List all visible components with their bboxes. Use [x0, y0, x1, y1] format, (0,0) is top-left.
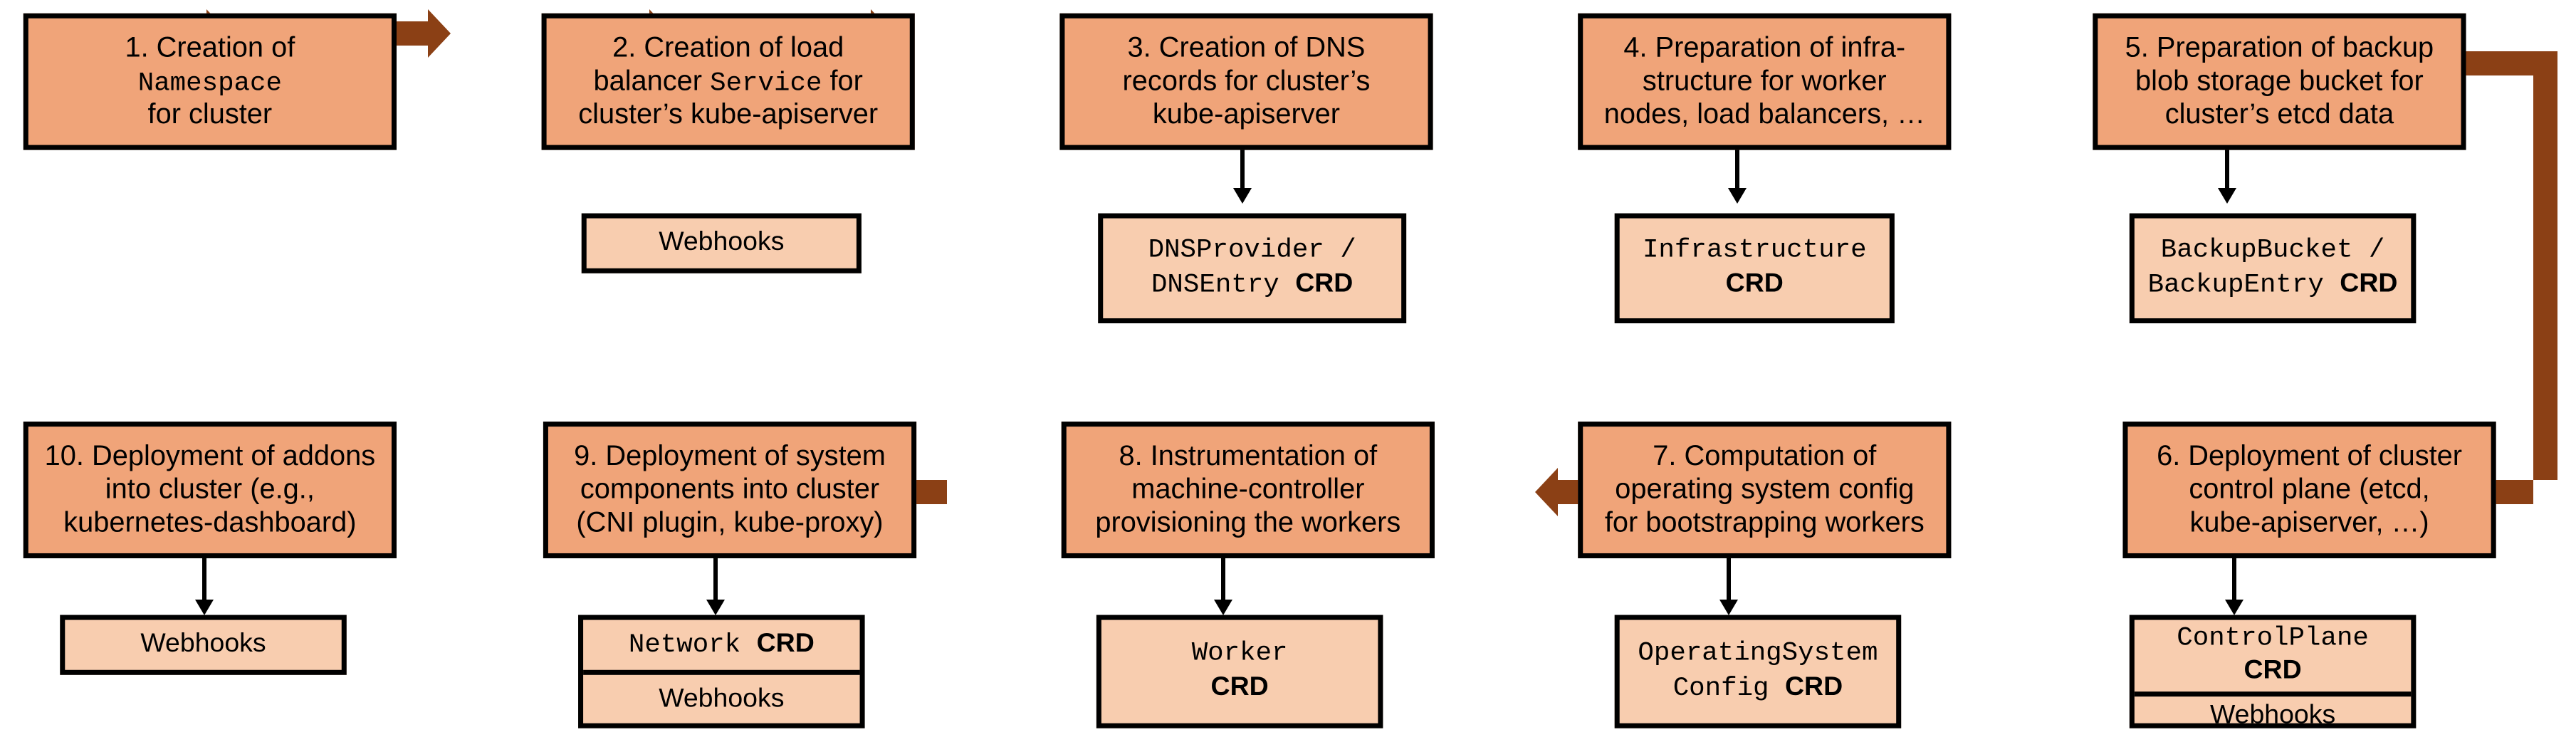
resource-box-webhooks-step2[interactable]: Webhooks — [581, 213, 862, 273]
step-9-text: 9. Deployment of system components into … — [574, 440, 886, 538]
step-box-8[interactable]: 8. Instrumentation of machine-controller… — [1061, 422, 1435, 558]
step-box-4[interactable]: 4. Preparation of infra- structure for w… — [1578, 13, 1952, 150]
resource-box-backup-crd[interactable]: BackupBucket / BackupEntry CRD — [2129, 213, 2417, 324]
step-7-text: 7. Computation of operating system confi… — [1604, 440, 1925, 538]
step-box-3[interactable]: 3. Creation of DNS records for cluster’s… — [1059, 13, 1433, 150]
step-3-text: 3. Creation of DNS records for cluster’s… — [1122, 32, 1371, 130]
resource-box-worker-crd[interactable]: Worker CRD — [1096, 615, 1383, 728]
webhooks-label: Webhooks — [659, 229, 785, 258]
worker-crd-label: Worker CRD — [1191, 639, 1288, 701]
backup-crd-label: BackupBucket / BackupEntry CRD — [2147, 235, 2398, 300]
resource-box-network[interactable]: Network CRD Webhooks — [578, 615, 865, 728]
step-box-10[interactable]: 10. Deployment of addons into cluster (e… — [23, 422, 397, 558]
network-webhooks-label: Webhooks — [659, 684, 785, 713]
step-box-6[interactable]: 6. Deployment of cluster control plane (… — [2122, 422, 2496, 558]
infrastructure-crd-label: Infrastructure CRD — [1642, 235, 1867, 298]
network-webhooks-row[interactable]: Webhooks — [583, 669, 860, 723]
step-box-7[interactable]: 7. Computation of operating system confi… — [1578, 422, 1952, 558]
dns-crd-row[interactable]: DNSProvider / DNSEntry CRD — [1103, 219, 1401, 318]
dns-crd-label: DNSProvider / DNSEntry CRD — [1148, 235, 1356, 300]
network-crd-row[interactable]: Network CRD — [583, 620, 859, 669]
webhooks-step10-row[interactable]: Webhooks — [65, 620, 341, 670]
resource-box-webhooks-step10[interactable]: Webhooks — [60, 615, 347, 675]
step-box-9[interactable]: 9. Deployment of system components into … — [543, 422, 917, 558]
oscfg-crd-label: OperatingSystem Config CRD — [1638, 639, 1878, 703]
block-arrow-step2-to-step3 — [391, 9, 451, 58]
controlplane-webhooks-row[interactable]: Webhooks — [2134, 692, 2412, 736]
step-8-text: 8. Instrumentation of machine-controller… — [1095, 440, 1401, 538]
step-5-text: 5. Preparation of backup blob storage bu… — [2125, 32, 2434, 130]
step-10-text: 10. Deployment of addons into cluster (e… — [44, 440, 376, 538]
controlplane-crd-row[interactable]: ControlPlane CRD — [2135, 620, 2411, 693]
resource-box-infrastructure-crd[interactable]: Infrastructure CRD — [1614, 213, 1895, 324]
step-2-text: 2. Creation of load balancer Service for… — [578, 31, 879, 131]
resource-box-oscfg-crd[interactable]: OperatingSystem Config CRD — [1614, 615, 1902, 728]
oscfg-crd-row[interactable]: OperatingSystem Config CRD — [1620, 620, 1896, 723]
controlplane-webhooks-label: Webhooks — [2209, 702, 2336, 731]
resource-box-controlplane[interactable]: ControlPlane CRD Webhooks — [2129, 615, 2417, 731]
step-box-2[interactable]: 2. Creation of load balancer Service for… — [541, 13, 915, 150]
worker-crd-row[interactable]: Worker CRD — [1101, 620, 1378, 723]
step-6-text: 6. Deployment of cluster control plane (… — [2157, 440, 2463, 538]
backup-crd-row[interactable]: BackupBucket / BackupEntry CRD — [2135, 219, 2411, 318]
infrastructure-crd-row[interactable]: Infrastructure CRD — [1620, 219, 1890, 318]
step-box-5[interactable]: 5. Preparation of backup blob storage bu… — [2093, 13, 2466, 150]
block-arrow-step5-to-step6-elbow — [2434, 51, 2557, 516]
step-4-text: 4. Preparation of infra- structure for w… — [1603, 32, 1925, 130]
controlplane-crd-label: ControlPlane CRD — [2177, 623, 2369, 686]
network-crd-label: Network CRD — [628, 629, 815, 659]
webhooks-step10-label: Webhooks — [140, 630, 266, 659]
resource-box-dns-crd[interactable]: DNSProvider / DNSEntry CRD — [1098, 213, 1407, 324]
webhooks-row[interactable]: Webhooks — [587, 219, 857, 268]
